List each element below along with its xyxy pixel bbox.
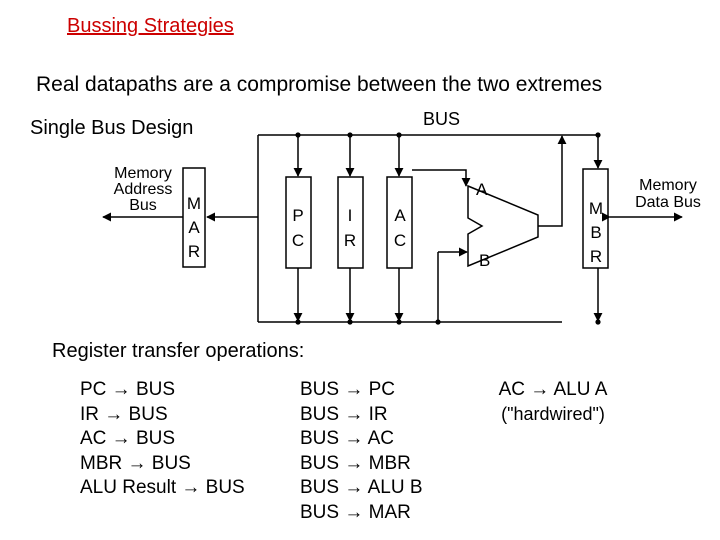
list-item: MBR → BUS bbox=[80, 452, 191, 474]
memory-data-label-1: Data Bus bbox=[635, 194, 701, 211]
list-item: BUS → IR bbox=[300, 403, 388, 425]
ac-register bbox=[386, 176, 413, 269]
ir-label-1: R bbox=[344, 231, 356, 250]
transfers-to-bus-list: PC → BUS IR → BUS AC → BUS MBR → BUS ALU… bbox=[80, 378, 245, 501]
list-item: IR → BUS bbox=[80, 403, 168, 425]
alu-input-a-label: A bbox=[476, 180, 488, 199]
hardwired-caption: ("hardwired") bbox=[501, 404, 605, 424]
list-item: BUS → AC bbox=[300, 428, 394, 449]
mbr-label-2: R bbox=[590, 247, 602, 266]
list-item: BUS → PC bbox=[300, 379, 396, 400]
list-item: BUS → ALU B bbox=[300, 477, 423, 498]
pc-register bbox=[285, 176, 312, 269]
memory-address-label-0: Memory bbox=[114, 165, 172, 182]
list-item: PC → BUS bbox=[80, 379, 176, 400]
rto-heading: Register transfer operations: bbox=[52, 340, 305, 362]
page-title: Bussing Strategies bbox=[67, 15, 234, 37]
alu-shape bbox=[467, 184, 539, 268]
ac-label-1: C bbox=[394, 231, 406, 250]
design-label: Single Bus Design bbox=[30, 117, 194, 139]
pc-label-0: P bbox=[292, 206, 303, 225]
list-item: BUS → MAR bbox=[300, 501, 411, 523]
mbr-label-0: M bbox=[589, 199, 603, 218]
pc-label-1: C bbox=[292, 231, 304, 250]
hardwired-note: AC → ALU A ("hardwired") bbox=[488, 378, 618, 426]
hardwired-transfer: AC → ALU A bbox=[498, 379, 608, 400]
list-item: AC → BUS bbox=[80, 428, 176, 449]
memory-address-label-2: Bus bbox=[129, 197, 157, 214]
list-item: ALU Result → BUS bbox=[80, 477, 245, 498]
ac-label-0: A bbox=[394, 206, 406, 225]
bus-junctions bbox=[295, 132, 601, 325]
ir-label-0: I bbox=[348, 206, 353, 225]
mar-label-0: M bbox=[187, 194, 201, 213]
mbr-label-1: B bbox=[590, 223, 601, 242]
mar-label-2: R bbox=[188, 242, 200, 261]
memory-address-label-1: Address bbox=[114, 181, 173, 198]
ac-to-alu-a-wire bbox=[412, 169, 471, 187]
mar-label-1: A bbox=[188, 218, 200, 237]
subtitle: Real datapaths are a compromise between … bbox=[36, 73, 603, 96]
transfers-from-bus-list: BUS → PC BUS → IR BUS → AC BUS → MBR BUS… bbox=[300, 378, 423, 525]
list-item: BUS → MBR bbox=[300, 452, 411, 474]
alu-result-to-bus-arrow bbox=[538, 135, 567, 227]
bus-label: BUS bbox=[423, 109, 460, 129]
alu-input-b-label: B bbox=[479, 251, 490, 270]
memory-data-label-0: Memory bbox=[639, 177, 697, 194]
